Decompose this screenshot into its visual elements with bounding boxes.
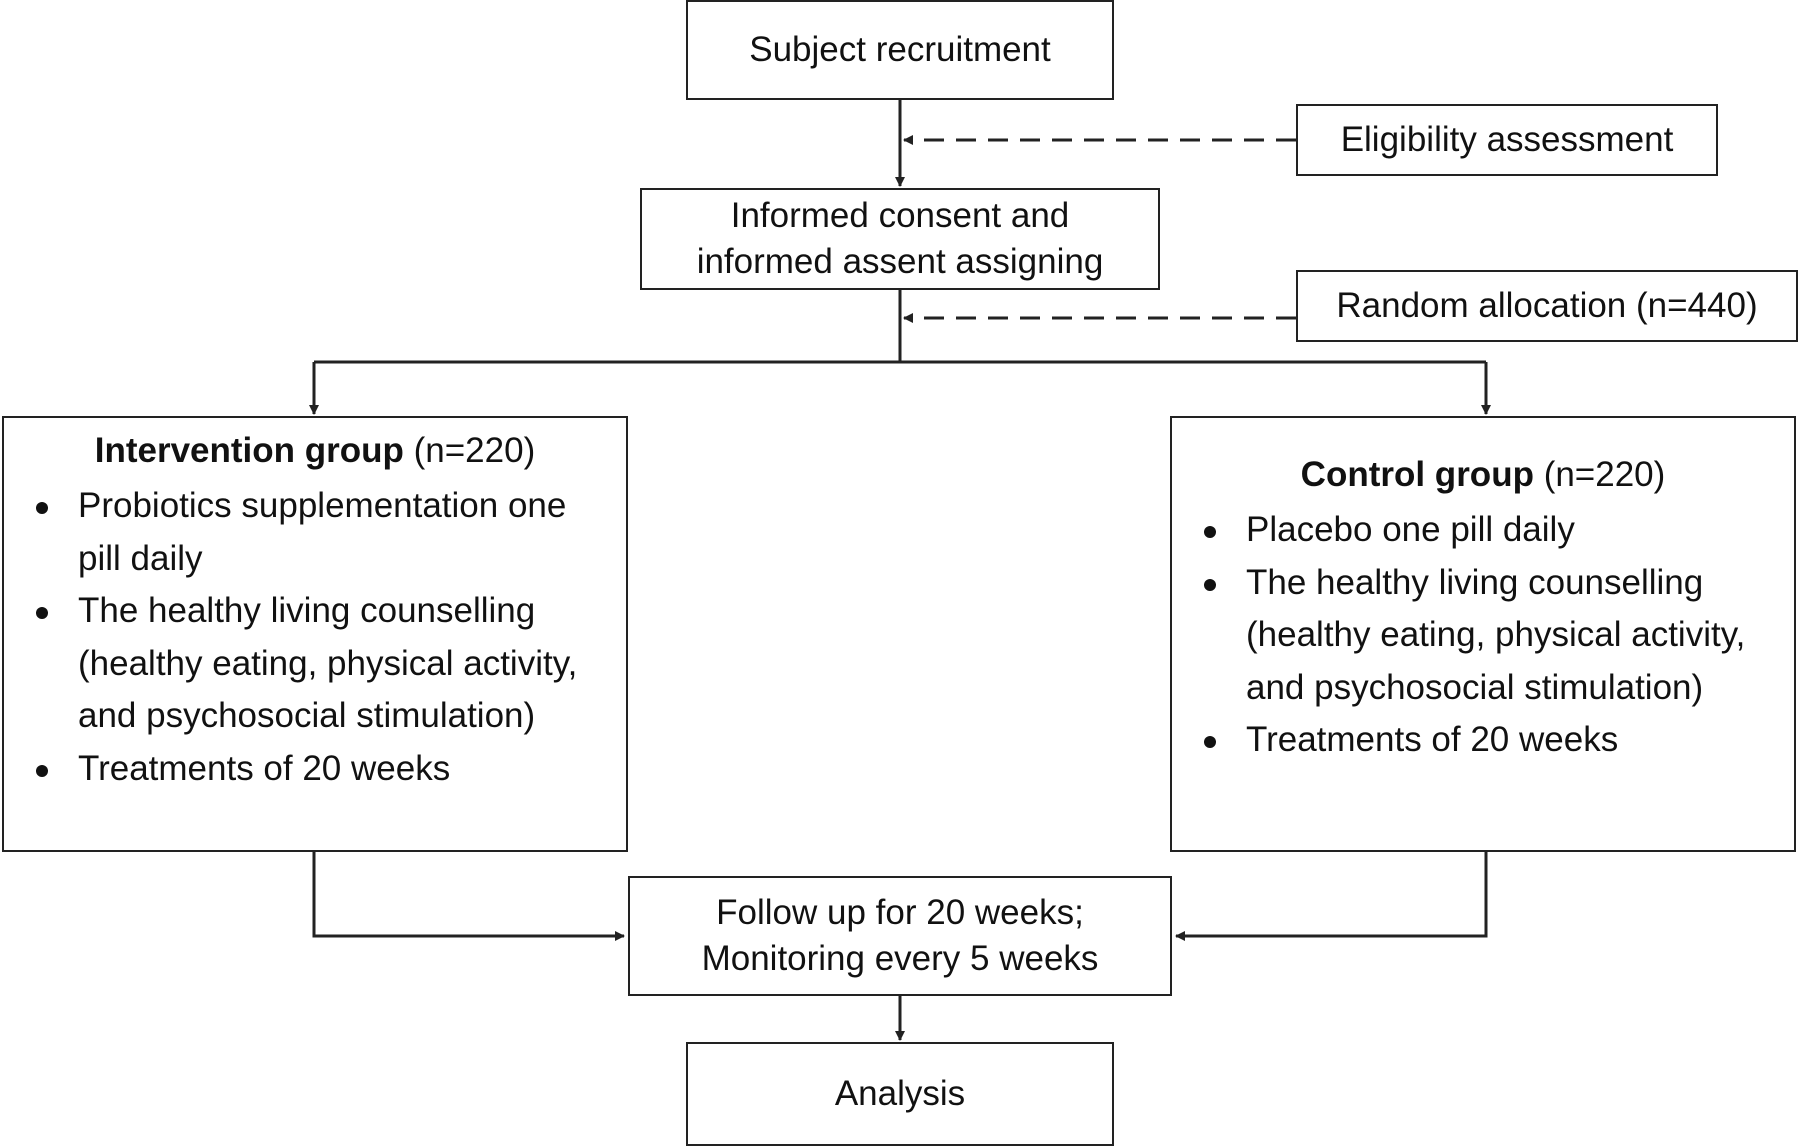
- bullet-icon: [36, 607, 48, 619]
- eligibility-label: Eligibility assessment: [1340, 120, 1674, 159]
- control-item-text: The healthy living counselling (healthy …: [1246, 562, 1746, 707]
- followup-label-line2: Monitoring every 5 weeks: [701, 939, 1099, 978]
- list-item: Placebo one pill daily: [1190, 504, 1776, 557]
- analysis-box: Analysis: [686, 1042, 1114, 1146]
- bullet-icon: [1204, 526, 1216, 538]
- intervention-item-text: Treatments of 20 weeks: [78, 748, 451, 788]
- eligibility-box: Eligibility assessment: [1296, 104, 1718, 176]
- arrow-control-to-followup: [1175, 852, 1488, 941]
- control-group-name: Control group: [1300, 455, 1534, 494]
- randomization-label: Random allocation (n=440): [1336, 286, 1758, 325]
- followup-label-line1: Follow up for 20 weeks;: [716, 893, 1084, 932]
- control-item-text: Placebo one pill daily: [1246, 510, 1575, 549]
- intervention-item-list: Probiotics supplementation one pill dail…: [22, 480, 608, 795]
- consent-label-line1: Informed consent and: [730, 196, 1070, 235]
- randomization-box: Random allocation (n=440): [1296, 270, 1798, 342]
- intervention-item-text: Probiotics supplementation one pill dail…: [78, 486, 567, 578]
- list-item: Treatments of 20 weeks: [1190, 714, 1776, 767]
- bullet-icon: [36, 764, 48, 777]
- control-item-text: Treatments of 20 weeks: [1246, 720, 1619, 759]
- control-group-box: Control group (n=220) Placebo one pill d…: [1170, 416, 1796, 852]
- bullet-icon: [36, 502, 48, 514]
- list-item: The healthy living counselling (healthy …: [22, 585, 608, 743]
- recruitment-box: Subject recruitment: [686, 0, 1114, 100]
- list-item: The healthy living counselling (healthy …: [1190, 557, 1776, 715]
- bullet-icon: [1204, 578, 1216, 591]
- list-item: Probiotics supplementation one pill dail…: [22, 480, 608, 585]
- consent-box: Informed consent and informed assent ass…: [640, 188, 1160, 290]
- list-item: Treatments of 20 weeks: [22, 743, 608, 796]
- analysis-label: Analysis: [834, 1074, 966, 1113]
- intervention-group-count: (n=220): [413, 431, 536, 470]
- followup-box: Follow up for 20 weeks; Monitoring every…: [628, 876, 1172, 996]
- bullet-icon: [1204, 736, 1216, 748]
- intervention-group-box: Intervention group (n=220) Probiotics su…: [2, 416, 628, 852]
- intervention-item-text: The healthy living counselling (healthy …: [78, 591, 578, 735]
- intervention-group-title: Intervention group (n=220): [22, 428, 608, 474]
- arrow-intervention-to-followup: [312, 852, 625, 941]
- intervention-group-name: Intervention group: [94, 431, 404, 470]
- recruitment-label: Subject recruitment: [749, 30, 1051, 69]
- control-group-title: Control group (n=220): [1190, 452, 1776, 498]
- control-item-list: Placebo one pill daily The healthy livin…: [1190, 504, 1776, 767]
- control-group-count: (n=220): [1543, 455, 1666, 494]
- consent-label-line2: informed assent assigning: [696, 242, 1104, 281]
